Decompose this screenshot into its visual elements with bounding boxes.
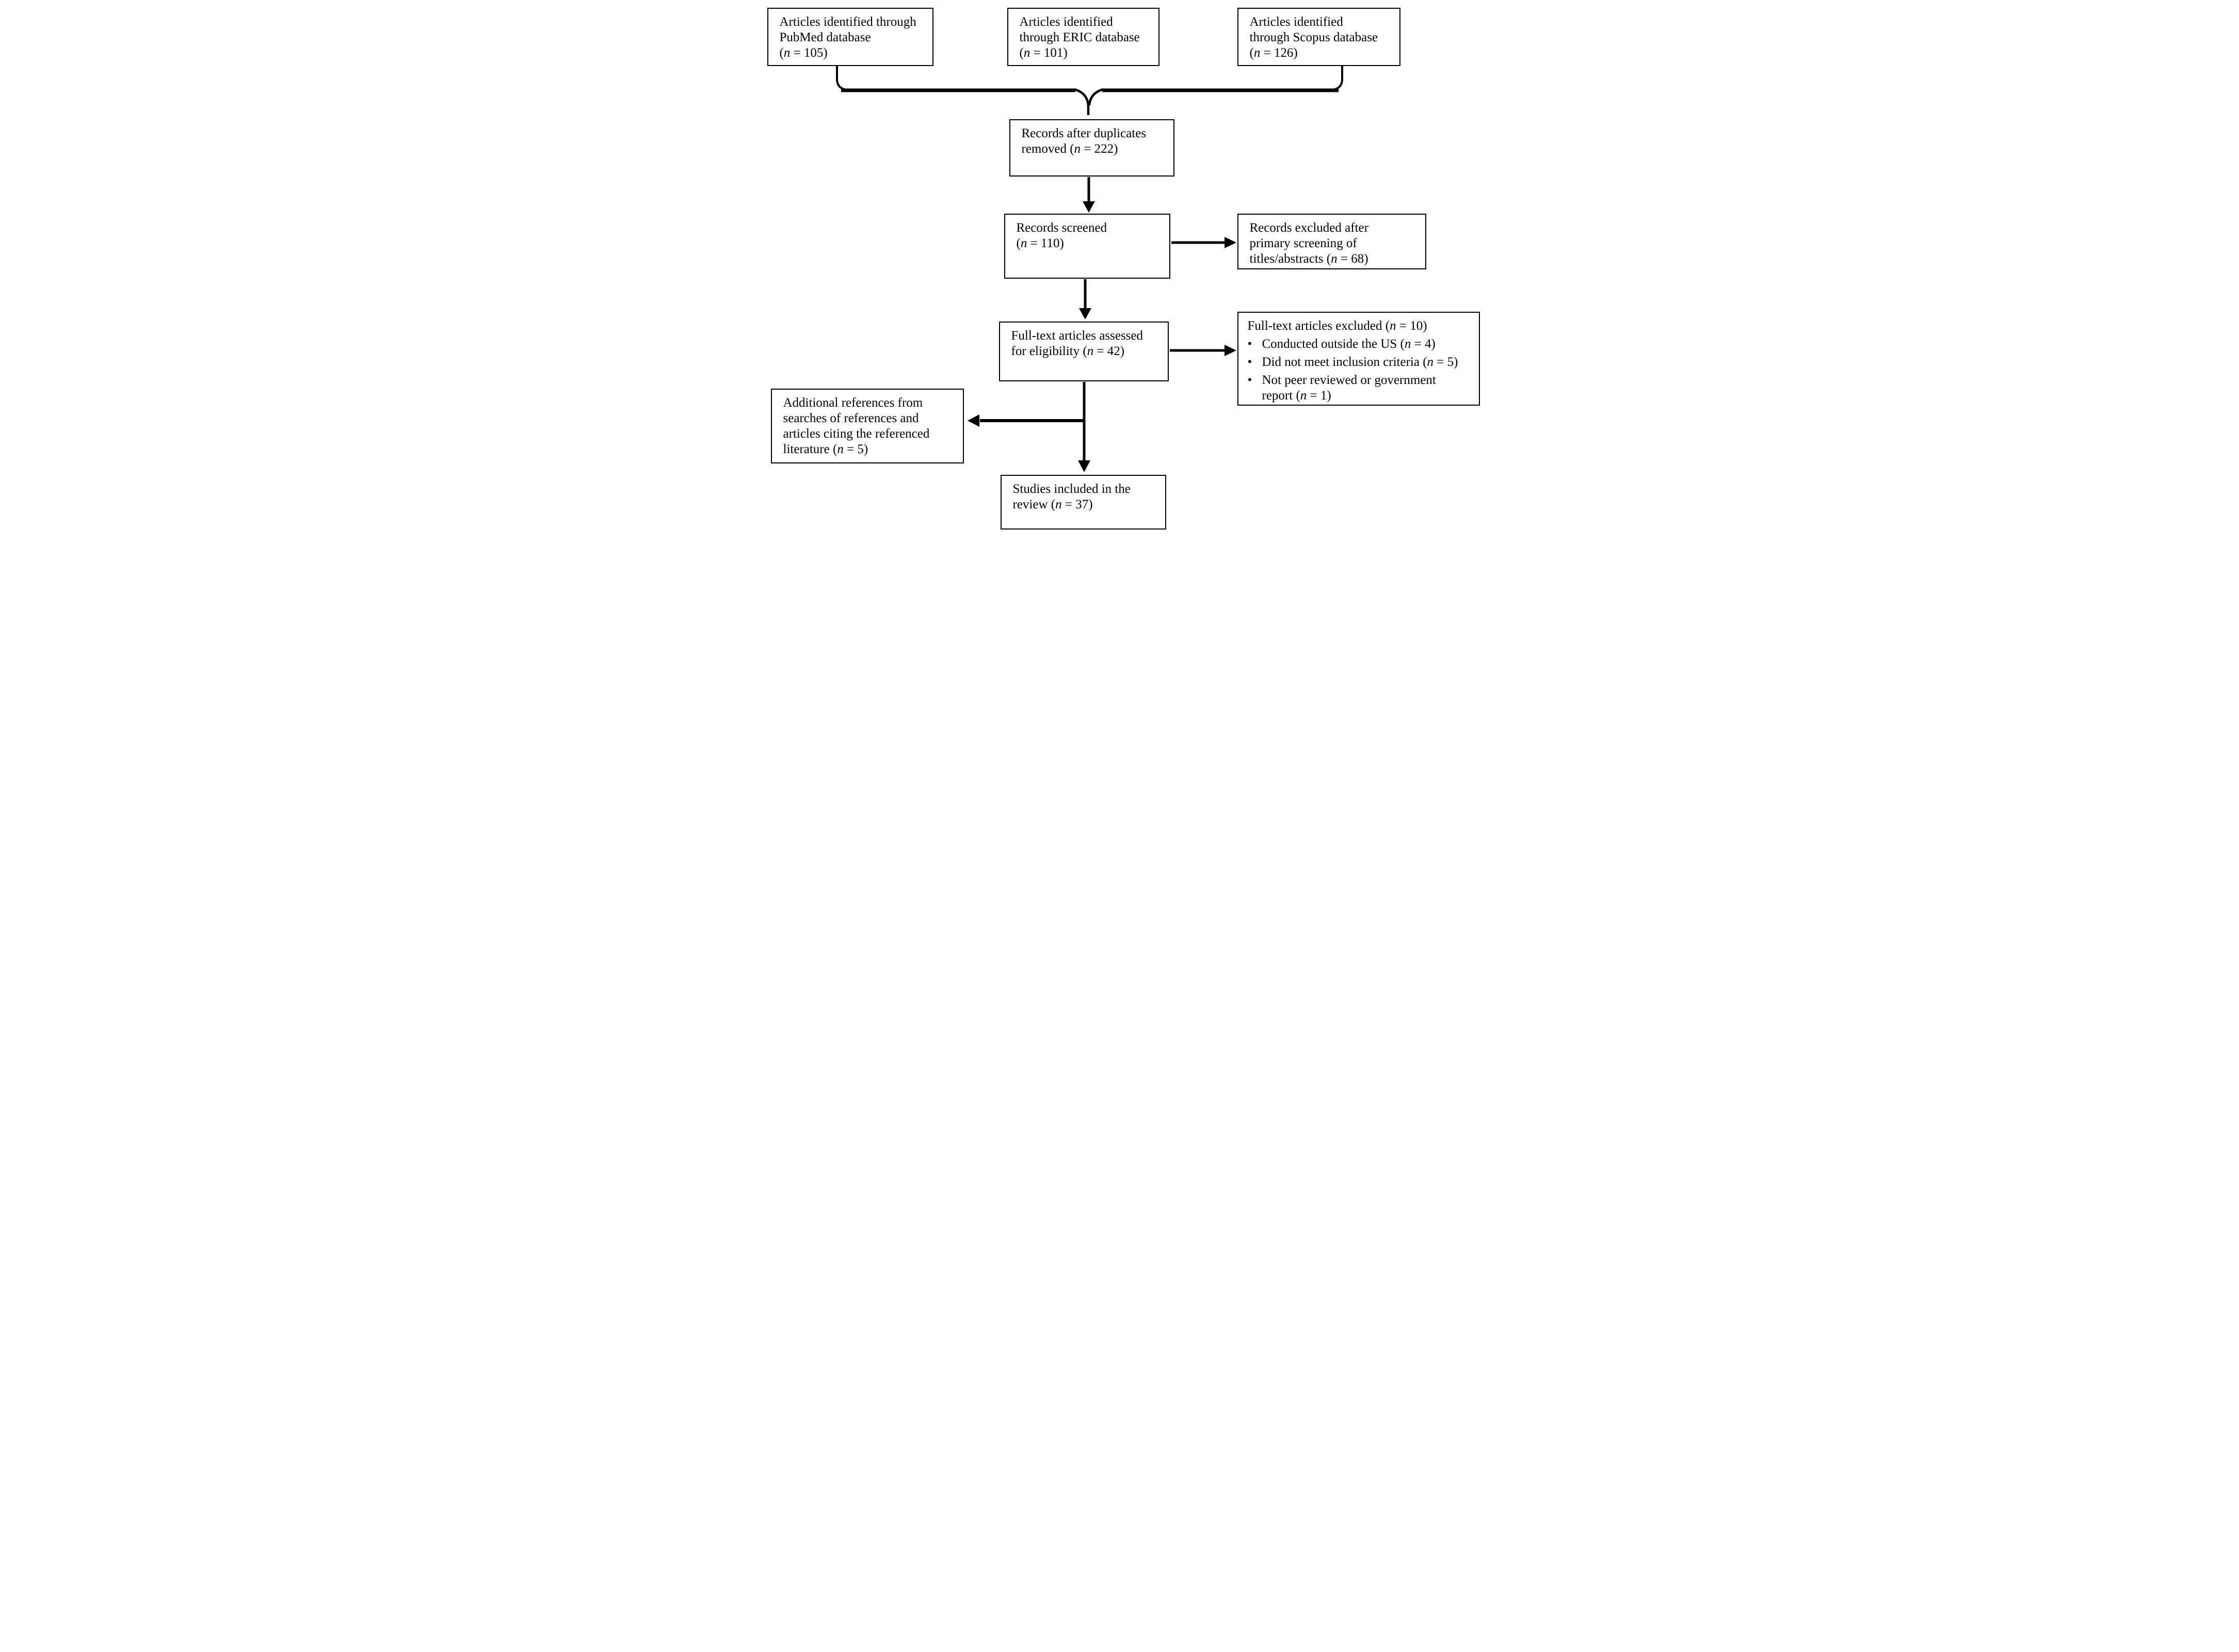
brace-right-hook <box>1332 66 1343 91</box>
box-line: (n = 110) <box>1016 236 1064 250</box>
box-line: Not peer reviewed or government <box>1262 373 1436 387</box>
box-line: titles/abstracts (n = 68) <box>1249 252 1368 266</box>
arrow-screened-to-fulltext <box>1078 279 1091 319</box>
box-line: report (n = 1) <box>1262 389 1331 403</box>
box-line: Articles identified <box>1249 15 1343 29</box>
box-line: Did not meet inclusion criteria (n = 5) <box>1262 355 1458 369</box>
box-line: (n = 101) <box>1019 46 1068 60</box>
box-line: for eligibility (n = 42) <box>1011 344 1125 358</box>
box-line: Studies included in the <box>1012 482 1131 496</box>
arrow-fulltext-to-excluded <box>1169 345 1236 356</box>
box-fulltext-excluded: Full-text articles excluded (n = 10) • C… <box>1237 312 1480 406</box>
box-line: (n = 105) <box>779 46 828 60</box>
arrow-branch-to-additional <box>967 414 1085 427</box>
arrow-duplicates-to-screened <box>1082 177 1095 213</box>
bullet-icon: • <box>1247 373 1252 387</box>
box-line: literature (n = 5) <box>783 442 868 456</box>
exclusion-reason-item: • Did not meet inclusion criteria (n = 5… <box>1248 355 1476 370</box>
box-line: searches of references and <box>783 411 919 425</box>
exclusion-reason-item: • Conducted outside the US (n = 4) <box>1248 336 1476 352</box>
arrow-screened-to-excluded <box>1171 237 1236 248</box>
exclusion-reason-item: • Not peer reviewed or government report… <box>1248 373 1476 404</box>
brace-funnel-right <box>1088 88 1104 106</box>
box-studies-included: Studies included in the review (n = 37) <box>1000 475 1166 530</box>
box-additional-references: Additional references from searches of r… <box>770 389 964 463</box>
box-line: Additional references from <box>783 396 923 410</box>
box-line: Records screened <box>1016 221 1107 235</box>
box-line: through ERIC database <box>1019 30 1140 44</box>
box-line: Articles identified <box>1019 15 1113 29</box>
box-line: Articles identified through <box>779 15 916 29</box>
box-title-line: Full-text articles excluded (n = 10) <box>1247 319 1427 333</box>
box-line: removed (n = 222) <box>1021 142 1118 156</box>
box-identified-scopus: Articles identified through Scopus datab… <box>1237 8 1400 66</box>
box-line: primary screening of <box>1249 236 1357 250</box>
box-records-screened: Records screened (n = 110) <box>1004 214 1170 279</box>
box-line: Full-text articles assessed <box>1011 329 1143 343</box>
box-line: Records after duplicates <box>1021 126 1147 140</box>
box-line: through Scopus database <box>1249 30 1378 44</box>
box-fulltext-assessed: Full-text articles assessed for eligibil… <box>998 322 1169 381</box>
bullet-icon: • <box>1247 337 1252 351</box>
box-identified-pubmed: Articles identified through PubMed datab… <box>767 8 933 66</box>
box-identified-eric: Articles identified through ERIC databas… <box>1007 8 1159 66</box>
brace-left-hook <box>835 66 846 91</box>
arrow-fulltext-to-included <box>1077 382 1090 472</box>
box-line: review (n = 37) <box>1012 498 1093 511</box>
box-line: (n = 126) <box>1249 46 1298 60</box>
prisma-flow-diagram: Articles identified through PubMed datab… <box>758 0 1481 533</box>
brace-merge-connector <box>835 66 1343 115</box>
brace-funnel-left <box>1073 88 1089 115</box>
box-duplicates-removed: Records after duplicates removed (n = 22… <box>1009 119 1174 177</box>
box-records-excluded: Records excluded after primary screening… <box>1237 214 1426 269</box>
bullet-icon: • <box>1247 355 1252 369</box>
box-line: Conducted outside the US (n = 4) <box>1262 337 1436 351</box>
box-line: PubMed database <box>779 30 871 44</box>
box-line: articles citing the referenced <box>783 427 930 441</box>
box-line: Records excluded after <box>1249 221 1368 235</box>
